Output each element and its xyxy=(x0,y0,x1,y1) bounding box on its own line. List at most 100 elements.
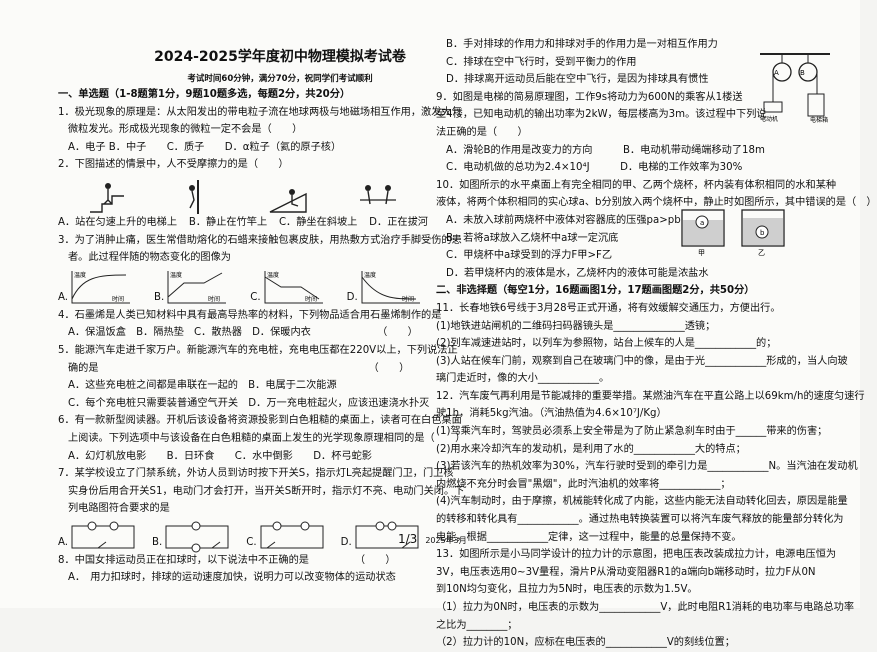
svg-text:甲: 甲 xyxy=(698,249,705,257)
graph-a: A. 温度时间 xyxy=(58,269,132,307)
svg-text:时间: 时间 xyxy=(112,295,124,303)
text-line: D．若甲烧杯内的液体是水，乙烧杯内的液体可能是浓盐水 xyxy=(446,267,709,279)
text-line: 列电路图符合要求的是 xyxy=(68,503,170,515)
svg-text:b: b xyxy=(760,229,765,237)
graph-d: D. 温度时间 xyxy=(347,269,422,307)
right-column: B．手对排球的作用力和排球对手的作用力是一对相互作用力 C．排球在空中飞行时，受… xyxy=(436,36,877,652)
text-line: C．电动机做的总功为2.4×10⁴J D．电梯的工作效率为30% xyxy=(446,162,743,174)
text-line: 微粒发光。形成极光现象的微粒一定不会是（ ） xyxy=(68,124,303,136)
text-line: 的转移和转化具有____________。通过热电转换装置可以将汽车废气释放的能… xyxy=(436,514,844,526)
text-line: A．滑轮B的作用是改变力的方向 B．电动机带动绳端移动了18m xyxy=(446,144,765,156)
slope-figure xyxy=(269,188,307,213)
text-line: 到10N均匀变化，且拉力为5N时，电压表的示数为1.5V。 xyxy=(436,584,698,596)
escalator-figure xyxy=(90,182,124,213)
tug-of-war-figure xyxy=(360,184,396,205)
text-line: 2．下图描述的情景中，人不受摩擦力的是（ ） xyxy=(58,159,289,171)
exam-subtitle: 考试时间60分钟，满分70分，祝同学们考试顺利 xyxy=(187,74,373,84)
svg-text:时间: 时间 xyxy=(402,295,414,303)
svg-text:温度: 温度 xyxy=(170,271,182,279)
svg-text:时间: 时间 xyxy=(208,295,220,303)
svg-text:温度: 温度 xyxy=(74,271,86,279)
text-line: 内燃烧不充分时会冒"黑烟"，此时汽油机的效率将____________； xyxy=(436,478,731,490)
text-line: C．排球在空中飞行时，受到平衡力的作用 xyxy=(446,56,637,68)
svg-text:电动机: 电动机 xyxy=(760,115,778,123)
svg-text:温度: 温度 xyxy=(267,271,279,279)
svg-text:a: a xyxy=(700,219,704,227)
circuit-d: D. xyxy=(341,521,424,552)
option-c: C．静坐在斜坡上 xyxy=(278,216,358,228)
section-heading-1: 一、单选题（1-8题第1分，9题10题多选，每题2分，共20分） xyxy=(58,89,351,100)
svg-text:乙: 乙 xyxy=(758,249,765,257)
text-line: 之比为________； xyxy=(436,619,518,631)
option-b: B．静止在竹竿上 xyxy=(188,216,268,228)
pole-figure xyxy=(189,179,199,214)
text-line: （1）拉力为0N时，电压表的示数为____________V，此时电阻R1消耗的… xyxy=(436,602,855,613)
text-line: B．若将a球放入乙烧杯中a球一定沉底 xyxy=(446,232,619,244)
text-line: A．保温饭盒 B．隔热垫 C．散热器 D．保暖内衣 （ ） xyxy=(68,327,418,339)
text-line: 电能，根据____________定律，这一过程中，能量的总量保持不变。 xyxy=(436,531,742,543)
text-line: 9．如图是电梯的简易原理图，工作9s将动力为600N的乘客从1楼送 xyxy=(436,91,743,103)
exam-title: 2024-2025学年度初中物理模拟考试卷 xyxy=(154,49,406,65)
text-line: （2）拉力计的10N，应标在电压表的____________V的刻线位置； xyxy=(436,637,735,649)
exam-page: 2024-2025学年度初中物理模拟考试卷 考试时间60分钟，满分70分，祝同学… xyxy=(58,39,877,649)
beakers-diagram: a b 甲 乙 xyxy=(681,209,785,257)
text-line: 13．如图所示是小马同学设计的拉力计的示意图，把电压表改装成拉力计，电源电压恒为 xyxy=(436,549,837,561)
circuit-b: B. xyxy=(152,521,234,553)
text-line: C．每个充电桩只需要装普通空气开关 D．万一充电桩起火，应该迅速浇水扑灭 xyxy=(68,397,430,409)
svg-text:时间: 时间 xyxy=(305,295,317,303)
svg-text:电梯箱: 电梯箱 xyxy=(810,116,828,124)
text-line: 璃门走近时，像的大小____________。 xyxy=(436,373,610,385)
text-line: (3)若该汽车的热机效率为30%，汽车行驶时受到的牵引力是___________… xyxy=(436,461,858,473)
text-line: 12．汽车废气再利用是节能减排的重要举措。某燃油汽车在平直公路上以69km/h的… xyxy=(436,390,865,402)
text-line: 10．如图所示的水平桌面上有完全相同的甲、乙两个烧杯，杯内装有体积相同的水和某种 xyxy=(436,179,837,191)
text-line: 实身份后用合开关S1，电动门才会打开，当开关S断开时，指示灯不亮、电动门关闭。下 xyxy=(68,485,465,497)
svg-text:A: A xyxy=(774,69,779,77)
option-d: D．正在拔河 xyxy=(369,216,428,228)
text-line: 3V，电压表选用0~3V量程，滑片P从滑动变阻器R1的a端向b端移动时，拉力F从… xyxy=(436,566,816,578)
elevator-diagram: A B 电动机 电梯箱 xyxy=(760,53,830,124)
text-line: (2)列车减速进站时，以列车为参照物，站台上候车的人是____________的… xyxy=(436,338,777,350)
text-line: 上阅读。下列选项中与该设备在白色粗糙的桌面上发生的光学现象原理相同的是（ ） xyxy=(68,432,466,444)
q7-circuits: A. B. C. D. xyxy=(58,518,428,553)
circuit-a: A. xyxy=(58,521,140,552)
text-line: 4．石墨烯是人类已知材料中具有最高导热率的材料，下列物品适合用石墨烯制作的是 xyxy=(58,309,442,321)
text-line: A．这些充电桩之间都是串联在一起的 B．电属于二次能源 xyxy=(68,380,337,392)
text-line: 液体，将两个体积相同的实心球a、b分别放入两个烧杯中，静止时如图所示，其中错误的… xyxy=(436,197,877,209)
text-line: A．幻灯机放电影 B．日环食 C．水中倒影 D．杯弓蛇影 xyxy=(68,450,372,462)
graph-b: B. 温度时间 xyxy=(154,269,228,307)
section-heading-2: 二、非选择题（每空1分，16题画图1分，17题画图题2分，共50分） xyxy=(436,285,755,297)
text-line: 至4楼，已知电动机的输出功率为2kW，每层楼高为3m。该过程中下列说 xyxy=(436,109,767,121)
text-line: 驶1h，消耗5kg汽油。（汽油热值为4.6×10⁷J/Kg） xyxy=(436,408,667,420)
text-line: 者。此过程伴随的物态变化的图像为 xyxy=(68,252,231,264)
svg-text:B: B xyxy=(800,69,805,77)
svg-text:温度: 温度 xyxy=(364,271,376,279)
left-column: 一、单选题（1-8题第1分，9题10题多选，每题2分，共20分） 1．极光现象的… xyxy=(58,86,466,587)
text-line: (4)汽车制动时，由于摩擦，机械能转化成了内能，这些内能无法自动转化回去，原因是… xyxy=(436,496,848,508)
text-line: 11．长春地铁6号线于3月28号正式开通，将有效缓解交通压力，方便出行。 xyxy=(436,302,781,314)
text-line: 3．为了消肿止痛，医生常借助熔化的石蜡来接触包裹皮肤，用热敷方式治疗手脚受伤的患 xyxy=(58,234,462,246)
circuit-c: C. xyxy=(246,521,328,552)
text-line: D．排球离开运动员后能在空中飞行，是因为排球具有惯性 xyxy=(446,74,709,86)
footer-date: 2025年3月 xyxy=(425,536,467,545)
page-footer: 1/3 2025年3月 xyxy=(398,532,467,546)
text-line: C．甲烧杯中a球受到的浮力F甲>F乙 xyxy=(446,250,613,262)
text-line: 5．能源汽车走进千家万户。新能源汽车的充电桩，充电电压都在220V以上，下列说法… xyxy=(58,344,458,356)
text-line: (1)驾乘汽车时，驾驶员必须系上安全带是为了防止紧急刹车时由于______带来的… xyxy=(436,426,828,438)
text-line: A． 用力扣球时，排球的运动速度加快，说明力可以改变物体的运动状态 xyxy=(68,572,396,584)
text-line: (3)人站在候车门前，观察到自己在玻璃门中的像，是由于光____________… xyxy=(436,355,848,367)
page-number: 1/3 xyxy=(398,532,418,546)
text-line: 7．某学校设立了门禁系统，外访人员到访时按下开关S，指示灯L亮起提醒门卫，门卫核 xyxy=(58,468,454,480)
text-line: 确的是 （ ） xyxy=(68,362,410,374)
graph-c: C. 温度时间 xyxy=(250,269,324,307)
text-line: 6．有一款新型阅读器。开机后该设备将资源投影到白色粗糙的桌面上，读者可在白色桌面 xyxy=(58,415,462,427)
text-line: 1．极光现象的原理是：从太阳发出的带电粒子流在地球两极与地磁场相互作用，激发大气 xyxy=(58,106,462,118)
text-line: (2)用水来冷却汽车的发动机，是利用了水的____________大的特点； xyxy=(436,443,746,455)
text-line: B．手对排球的作用力和排球对手的作用力是一对相互作用力 xyxy=(446,39,718,50)
text-line: (1)地铁进站闸机的二维码扫码器镜头是______________透镜； xyxy=(436,320,716,332)
text-line: A．电子 B．中子 C．质子 D．α粒子（氦的原子核） xyxy=(68,141,342,153)
option-a: A．站在匀速上升的电梯上 xyxy=(58,216,178,228)
q3-graphs: A. 温度时间 B. 温度时间 C. 温度时间 D. 温度时间 xyxy=(58,267,428,307)
q2-options: A．站在匀速上升的电梯上 B．静止在竹竿上 C．静坐在斜坡上 D．正在拔河 xyxy=(58,214,428,232)
q2-figures xyxy=(58,174,428,214)
text-line: A．未放入球前两烧杯中液体对容器底的压强pa>pb xyxy=(446,214,681,226)
